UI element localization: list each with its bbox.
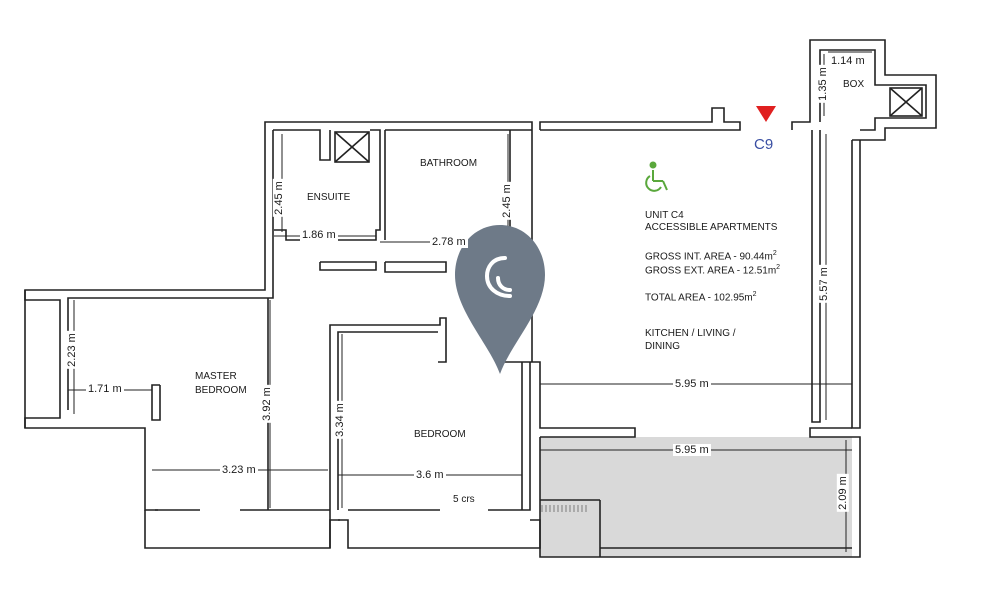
living-height-dim: 5.57 m [817,265,830,303]
bathroom-width-dim: 2.78 m [430,236,468,248]
ensuite-label: ENSUITE [307,192,351,203]
box-height-dim: 1.35 m [816,65,829,103]
bedroom-width-dim: 3.6 m [414,469,446,481]
kitchen-label-line2: DINING [645,341,680,352]
unit-code: C9 [754,136,774,153]
closet-width-dim: 1.71 m [86,383,124,395]
total-area: TOTAL AREA - 102.95m2 [645,291,757,304]
box-width-dim: 1.14 m [829,55,867,67]
ensuite-width-dim: 1.86 m [300,229,338,241]
master-width-dim: 3.23 m [220,464,258,476]
box-label: BOX [843,79,865,90]
bedroom-label: BEDROOM [414,429,466,440]
gross-int-area: GROSS INT. AREA - 90.44m2 [645,250,777,263]
bathroom-label: BATHROOM [420,158,478,169]
triangle-down-icon [756,106,776,122]
master-bedroom-label-line1: MASTER [195,371,237,382]
master-height-dim: 3.92 m [260,385,273,423]
kitchen-label-line1: KITCHEN / LIVING / [645,328,736,339]
terrace-width-dim: 5.95 m [673,444,711,456]
master-bedroom-label-line2: BEDROOM [195,385,247,396]
location-pin-icon [455,225,545,374]
bathroom-height-dim: 2.45 m [500,182,513,220]
unit-name: UNIT C4 [645,210,684,221]
bedroom-height-dim: 3.34 m [333,401,346,439]
crs-label: 5 crs [451,494,477,506]
living-width-dim: 5.95 m [673,378,711,390]
unit-type: ACCESSIBLE APARTMENTS [645,222,778,233]
wheelchair-icon [645,161,668,192]
closet-height-dim: 2.23 m [65,331,78,369]
gross-ext-area: GROSS EXT. AREA - 12.51m2 [645,264,781,277]
ensuite-height-dim: 2.45 m [272,179,285,217]
terrace-height-dim: 2.09 m [836,474,849,512]
stair-treads [541,505,587,512]
